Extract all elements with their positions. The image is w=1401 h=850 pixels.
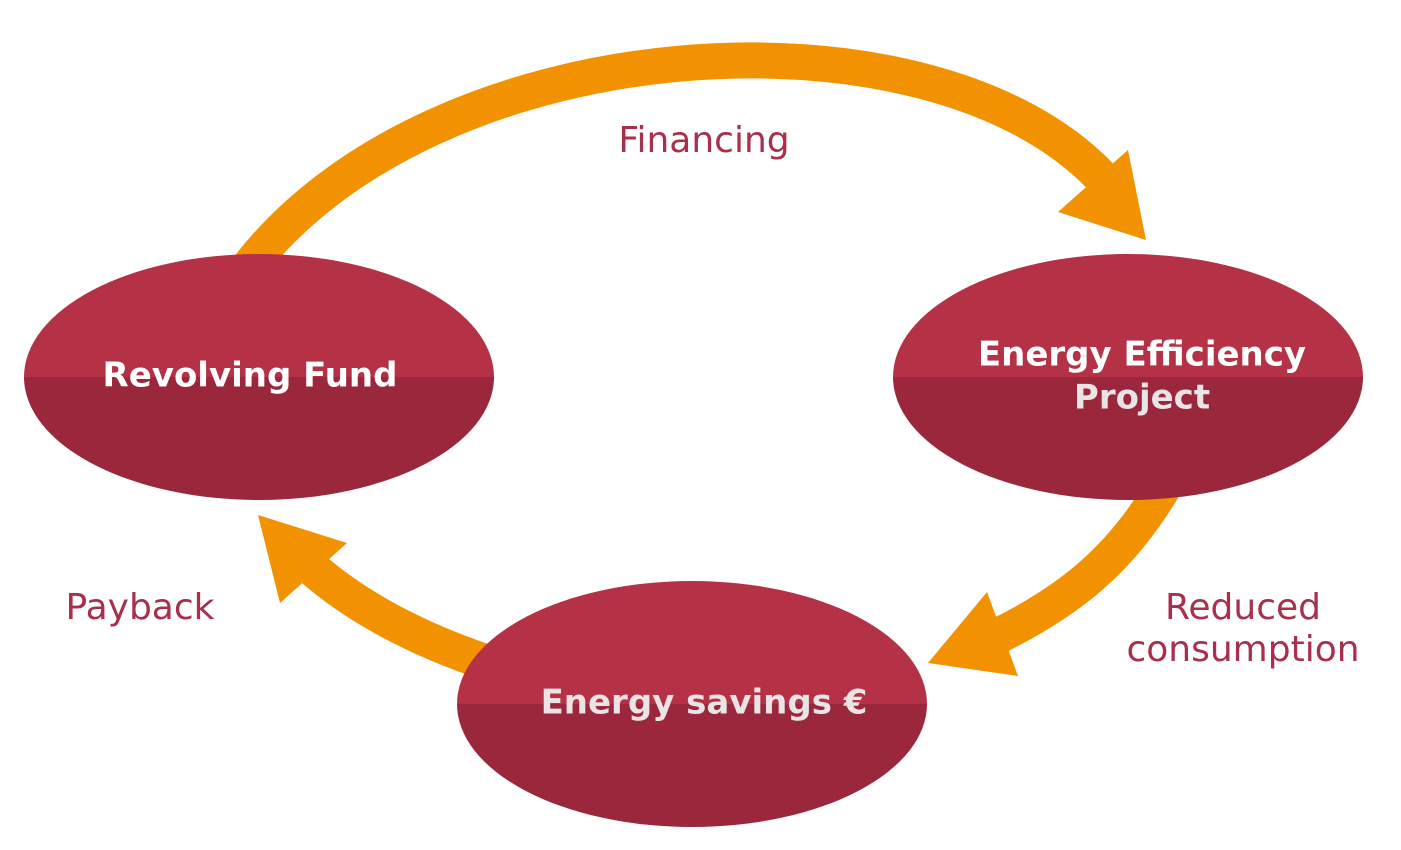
arrow-reduced-consumption <box>928 478 1179 676</box>
node-revolving-fund: Revolving Fund <box>24 254 494 500</box>
edge-label-reduced: Reduced <box>1165 587 1321 628</box>
node-energy-savings: Energy savings € <box>457 581 927 827</box>
node-label-project: Project <box>1074 378 1210 418</box>
edge-label-payback: Payback <box>65 587 214 628</box>
arrow-financing <box>230 42 1146 283</box>
node-label-revolving-fund: Revolving Fund <box>103 356 398 396</box>
node-energy-efficiency-project: Energy Efficiency Project <box>893 254 1363 500</box>
node-label-energy-efficiency: Energy Efficiency <box>978 335 1306 375</box>
edge-label-financing: Financing <box>618 120 789 161</box>
node-label-energy-savings: Energy savings € <box>541 683 868 723</box>
edge-label-consumption: consumption <box>1126 629 1359 670</box>
arrow-payback <box>258 515 494 681</box>
